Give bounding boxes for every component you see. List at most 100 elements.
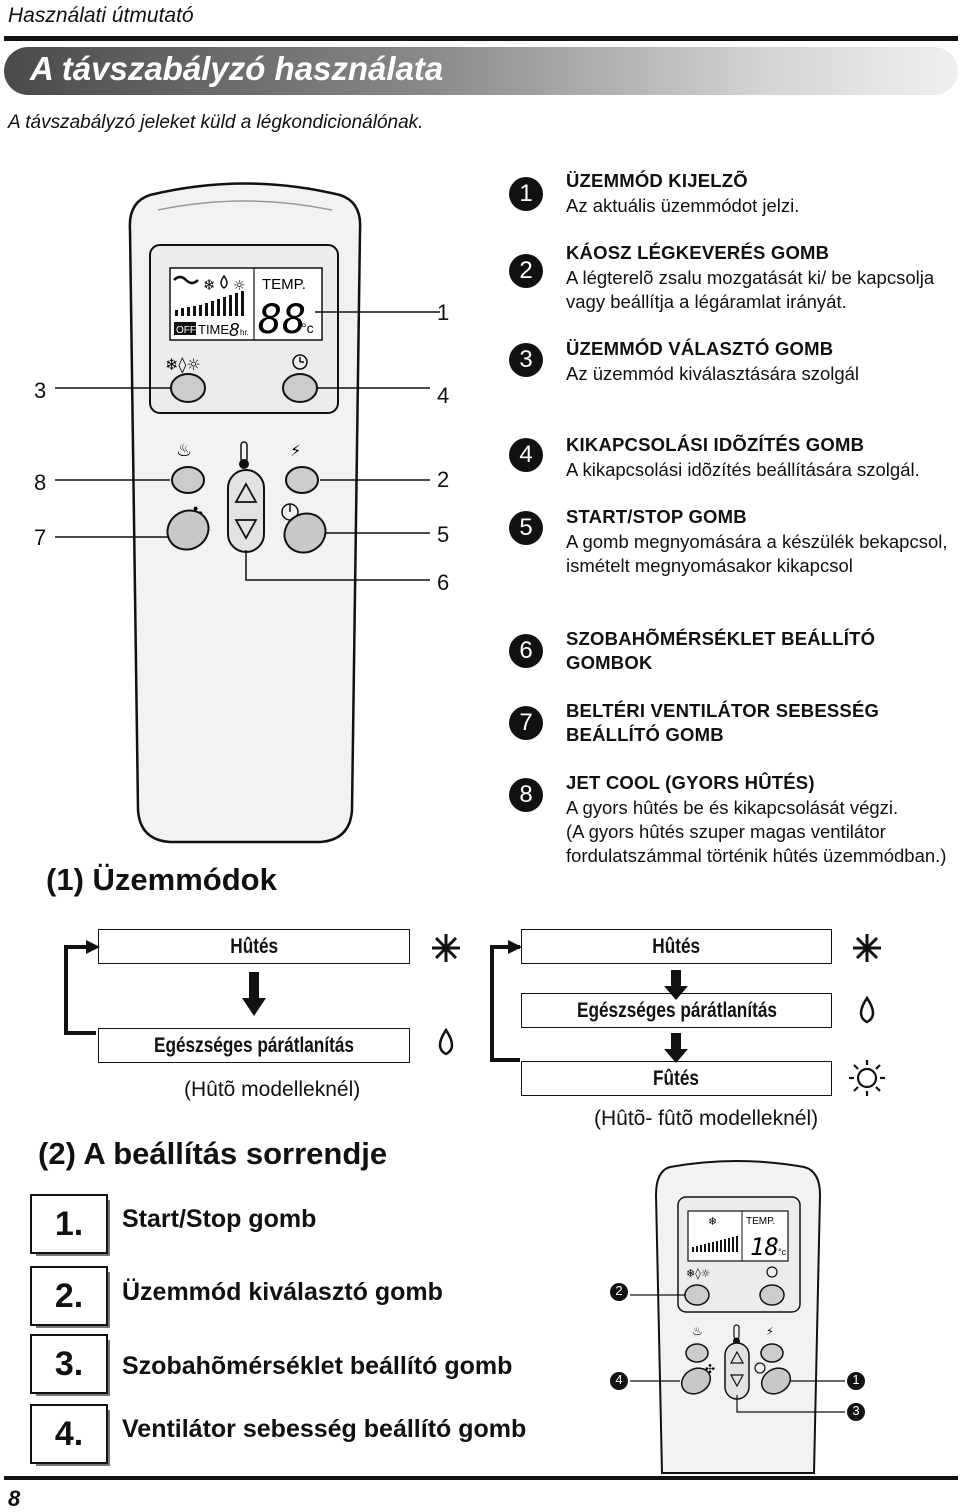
small-lcd-temp-label: TEMP. (746, 1216, 775, 1227)
svg-text:⚡: ⚡ (766, 1325, 774, 1338)
svg-text:♨: ♨ (176, 440, 192, 461)
footer-rule (4, 1476, 958, 1480)
legend-badge-3: 3 (509, 343, 543, 377)
mode-box-right-cool: Hûtés (521, 929, 832, 964)
legend-desc-2b: vagy beállítja a légáramlat irányát. (566, 291, 847, 312)
legend-badge-5: 5 (509, 511, 543, 545)
page-number: 8 (8, 1486, 21, 1511)
legend-title-7b: BEÁLLÍTÓ GOMB (566, 724, 724, 745)
svg-text:❄: ❄ (708, 1215, 717, 1228)
svg-text:°c: °c (301, 320, 314, 336)
svg-text:☼: ☼ (233, 278, 246, 294)
callout-2: 2 (437, 467, 450, 492)
legend-title-4: KIKAPCSOLÁSI IDÕZÍTÉS GOMB (566, 434, 865, 455)
step-label-1: Start/Stop gomb (122, 1205, 317, 1233)
callout-7: 7 (34, 525, 47, 550)
step-number-2: 2. (30, 1266, 108, 1326)
temp-down-icon[interactable] (234, 519, 258, 540)
mode-box-right-heat: Fûtés (521, 1061, 832, 1096)
heat-icon-right (849, 1060, 885, 1096)
modes-heading: (1) Üzemmódok (46, 862, 277, 897)
legend-badge-4: 4 (509, 438, 543, 472)
svg-text:8: 8 (229, 320, 239, 340)
remote-illustration: ❄ ☼ OFF TIME 8 hr. TEMP. 88 °c ❄◊☼ ♨ ⚡ ✣ (55, 182, 440, 844)
legend-title-6b: GOMBOK (566, 652, 653, 673)
svg-text:❄◊☼: ❄◊☼ (686, 1267, 711, 1280)
legend-desc-1: Az aktuális üzemmódot jelzi. (566, 195, 800, 216)
callout-3: 3 (34, 378, 47, 403)
legend-desc-8b: (A gyors hûtés szuper magas ventilátor (566, 821, 886, 842)
legend-title-5: START/STOP GOMB (566, 506, 747, 527)
cool-icon-right (853, 934, 881, 962)
mode-note-left: (Hûtõ modelleknél) (184, 1078, 361, 1101)
legend-title-1: ÜZEMMÓD KIJELZÕ (566, 170, 748, 191)
step-number-4: 4. (30, 1404, 108, 1464)
legend-badge-8: 8 (509, 778, 543, 812)
legend-title-7a: BELTÉRI VENTILÁTOR SEBESSÉG (566, 700, 880, 721)
legend-title-8: JET COOL (GYORS HÛTÉS) (566, 772, 815, 793)
dry-icon-right (859, 995, 875, 1024)
fan-speed-button[interactable] (160, 503, 215, 557)
svg-text:⚡: ⚡ (290, 441, 301, 460)
lcd-time: TIME (198, 322, 229, 337)
legend-desc-8a: A gyors hûtés be és kikapcsolását végzi. (566, 797, 899, 818)
legend-badge-1: 1 (509, 177, 543, 211)
lcd-temp-label: TEMP. (262, 276, 306, 293)
mode-box-left-dry: Egészséges párátlanítás (98, 1028, 410, 1063)
mode-box-right-dry: Egészséges párátlanítás (521, 993, 832, 1028)
mode-cycle-diagram (64, 934, 885, 1096)
cool-icon-left (432, 934, 460, 962)
legend-title-3: ÜZEMMÓD VÁLASZTÓ GOMB (566, 338, 834, 359)
title-bar (4, 47, 958, 95)
legend-desc-4: A kikapcsolási idõzítés beállítására szo… (566, 459, 920, 480)
step-number-1: 1. (30, 1194, 108, 1254)
callout-8: 8 (34, 470, 47, 495)
legend-desc-2a: A légterelõ zsalu mozgatását ki/ be kapc… (566, 267, 935, 288)
mode-select-button[interactable] (170, 373, 206, 403)
svg-text:✣: ✣ (705, 1362, 715, 1376)
small-callout-4: 4 (615, 1372, 623, 1387)
legend-title-2: KÁOSZ LÉGKEVERÉS GOMB (566, 242, 830, 263)
callout-4: 4 (437, 383, 450, 408)
manual-label: Használati útmutató (8, 4, 194, 27)
legend-badge-2: 2 (509, 254, 543, 288)
mode-box-left-cool: Hûtés (98, 929, 410, 964)
svg-text:°c: °c (778, 1247, 787, 1257)
callout-1: 1 (437, 300, 450, 325)
legend-desc-5a: A gomb megnyomására a készülék bekapcsol… (566, 531, 948, 552)
step-label-4: Ventilátor sebesség beállító gomb (122, 1415, 527, 1443)
page-title: A távszabályzó használata (30, 50, 444, 87)
svg-text:❄: ❄ (203, 276, 216, 294)
temp-up-icon[interactable] (234, 482, 258, 503)
legend-desc-3: Az üzemmód kiválasztására szolgál (566, 363, 860, 384)
svg-text:❄◊☼: ❄◊☼ (165, 355, 201, 374)
off-timer-button[interactable] (282, 373, 318, 403)
small-callout-3: 3 (852, 1403, 860, 1418)
small-callout-2: 2 (615, 1283, 623, 1298)
svg-text:hr.: hr. (240, 328, 249, 337)
dry-icon-left (438, 1027, 454, 1056)
legend-desc-5b: ismételt megnyomásakor kikapcsol (566, 555, 853, 576)
chaos-swing-button[interactable] (285, 466, 319, 494)
legend-title-6a: SZOBAHÕMÉRSÉKLET BEÁLLÍTÓ (566, 628, 876, 649)
page-subtitle: A távszabályzó jeleket küld a légkondici… (8, 112, 424, 133)
start-stop-button[interactable] (277, 506, 332, 560)
sequence-heading: (2) A beállítás sorrendje (38, 1136, 388, 1171)
mode-note-right: (Hûtõ- fûtõ modelleknél) (594, 1107, 819, 1130)
step-number-3: 3. (30, 1334, 108, 1394)
legend-desc-8c: fordulatszámmal történik hûtés üzemmódba… (566, 845, 947, 866)
lcd-digits: 88 (258, 297, 306, 343)
small-callout-1: 1 (852, 1372, 860, 1387)
small-lcd-digits: 18 (750, 1233, 779, 1261)
callout-5: 5 (437, 522, 450, 547)
header-rule (4, 36, 958, 41)
step-label-3: Szobahõmérséklet beállító gomb (122, 1352, 513, 1380)
step-label-2: Üzemmód kiválasztó gomb (122, 1278, 443, 1306)
legend-badge-6: 6 (509, 634, 543, 668)
jet-cool-button[interactable] (171, 466, 205, 494)
legend-badge-7: 7 (509, 706, 543, 740)
callout-6: 6 (437, 570, 450, 595)
small-remote-illustration: ❄ TEMP. 18 °c ❄◊☼ ♨ ⚡ ✣ (610, 1160, 865, 1474)
lcd-off: OFF (176, 325, 196, 336)
svg-text:♨: ♨ (692, 1324, 703, 1338)
